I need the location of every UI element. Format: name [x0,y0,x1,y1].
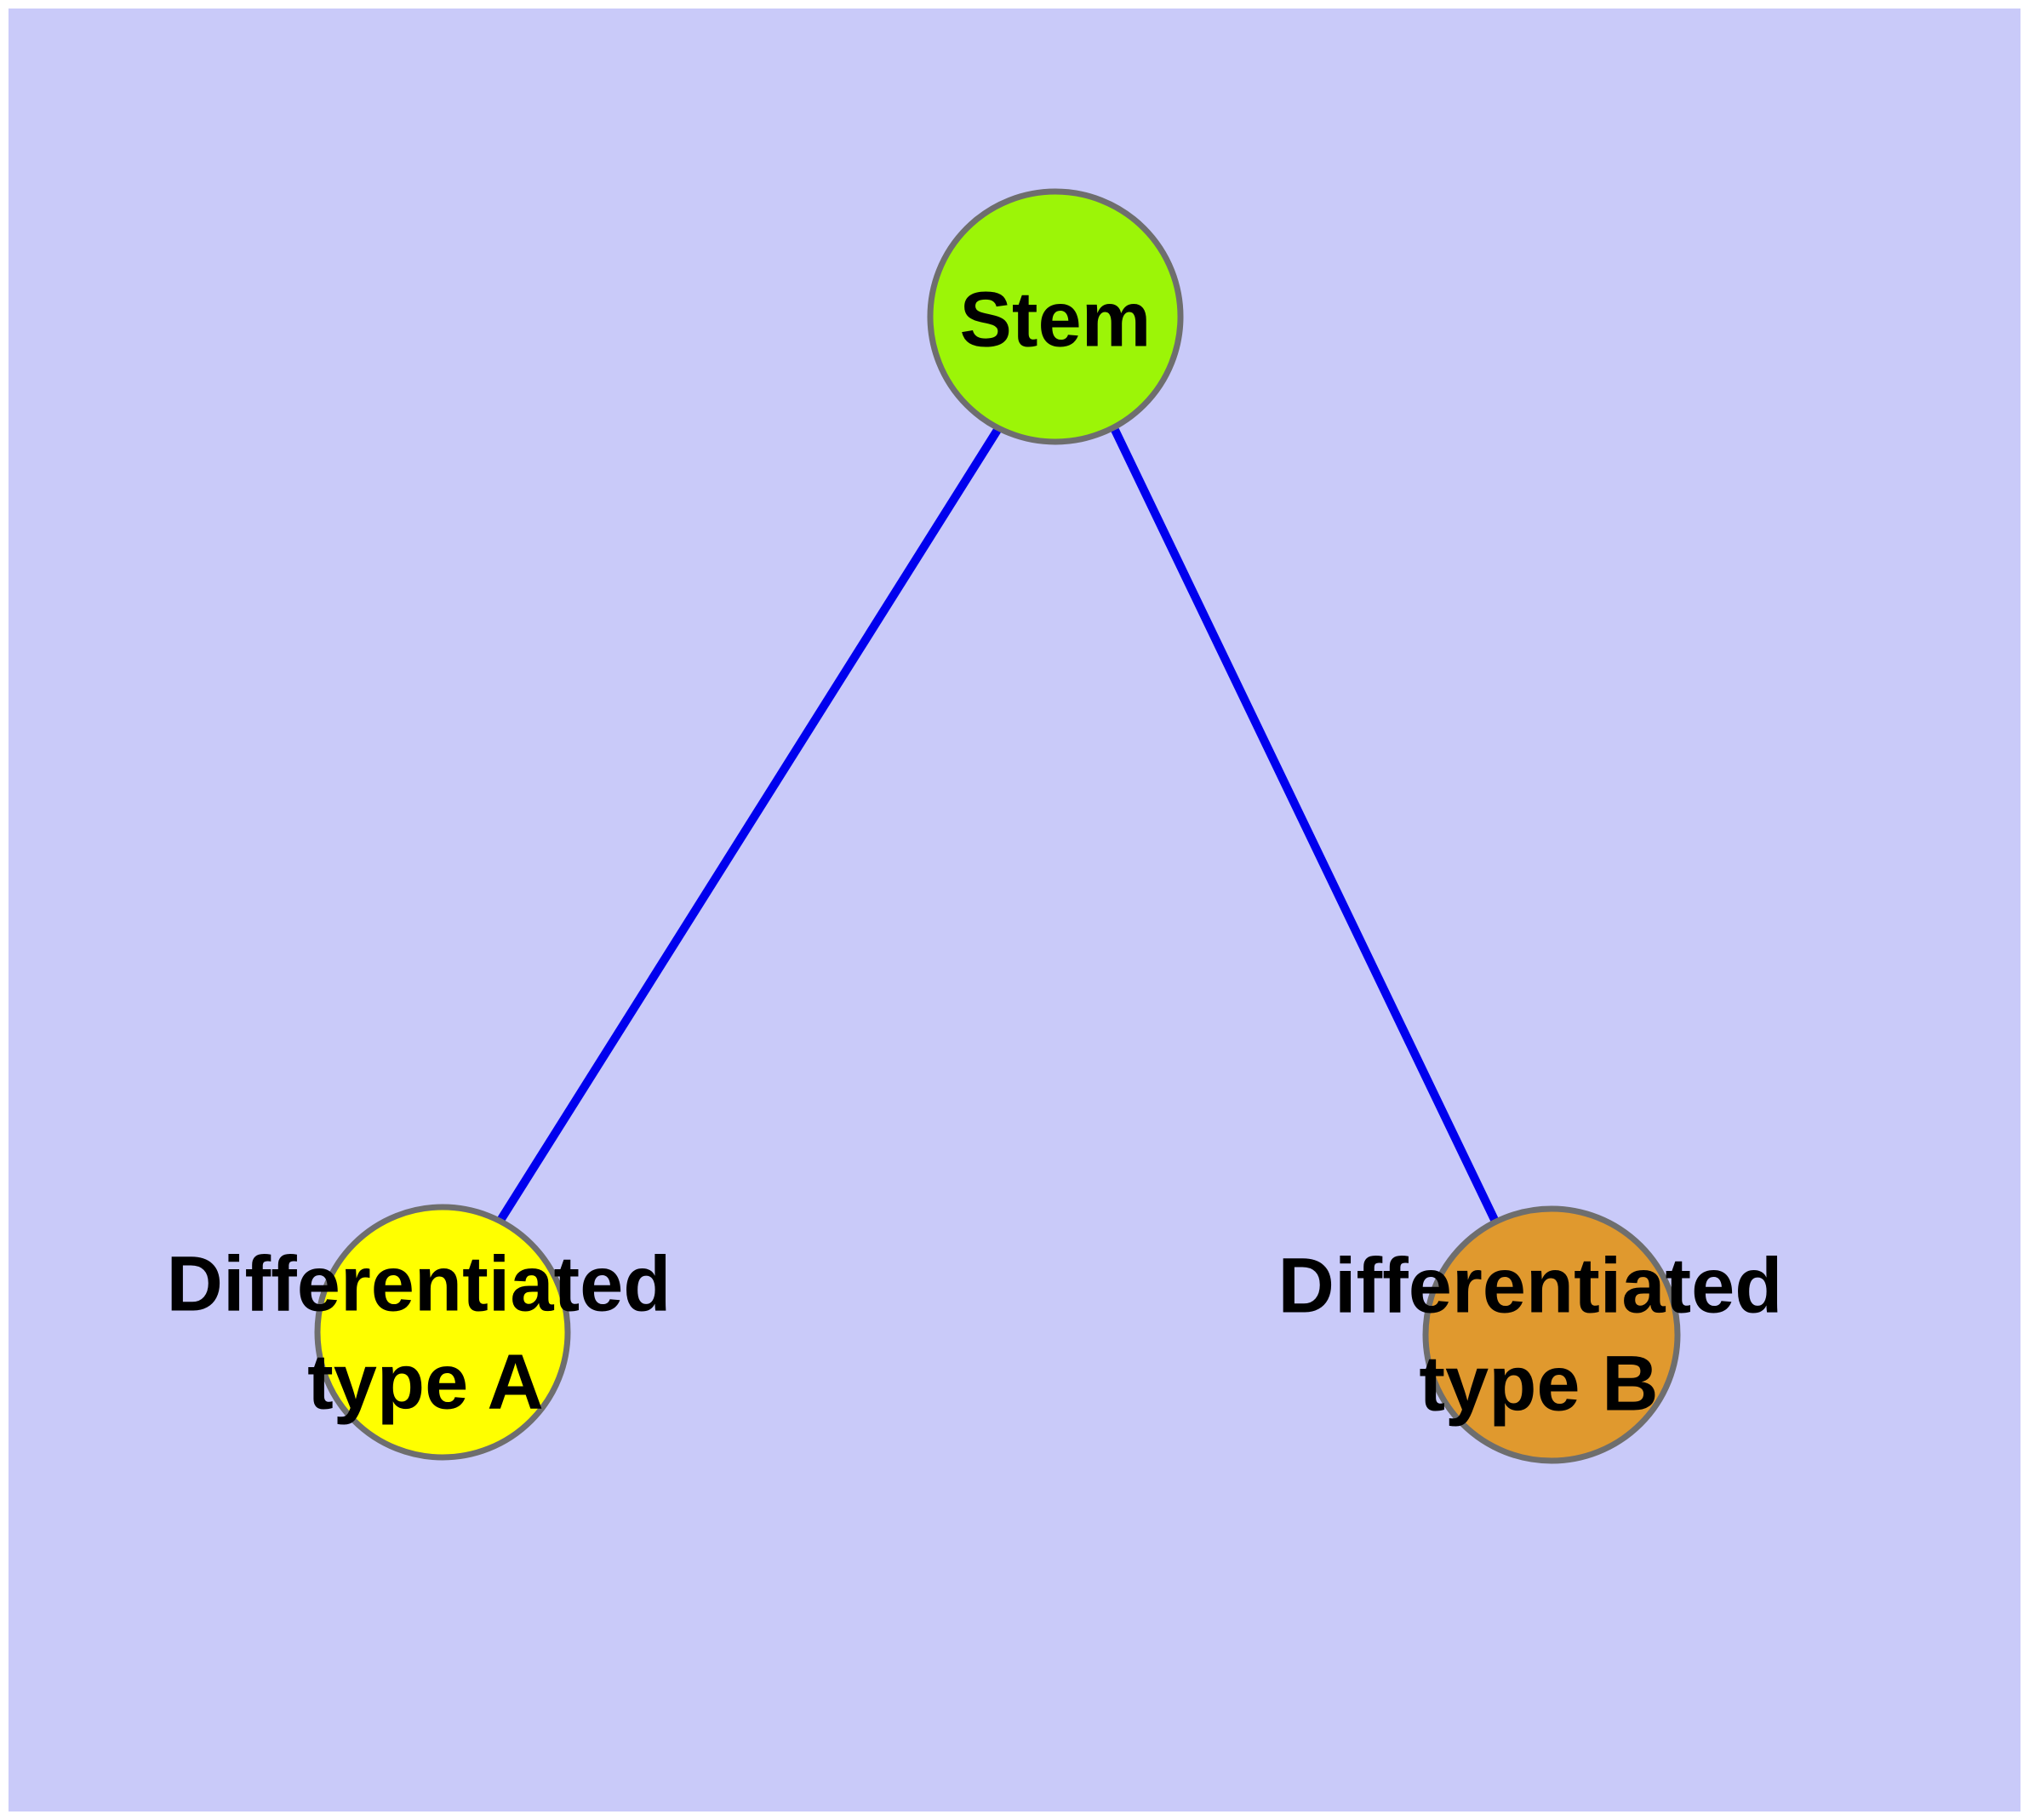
edge-layer [497,427,1500,1224]
edge-stem-to-differentiated-type-b[interactable] [1111,427,1500,1224]
node-differentiated-type-a-circle[interactable] [314,1204,571,1461]
edge-stem-to-differentiated-type-a[interactable] [497,427,1002,1222]
node-differentiated-type-b-label-line2: type B [1419,1340,1658,1427]
node-differentiated-type-b-label-line1: Differentiated [1278,1242,1783,1329]
node-differentiated-type-b-circle[interactable] [1422,1205,1681,1464]
node-layer [314,188,1681,1464]
node-differentiated-type-a-label-line2: type A [307,1338,544,1425]
label-layer: Stem Differentiated type A Differentiate… [167,276,1783,1427]
node-differentiated-type-a-label-line1: Differentiated [167,1240,672,1327]
node-stem-label: Stem [960,276,1152,363]
node-stem-circle[interactable] [927,188,1184,445]
